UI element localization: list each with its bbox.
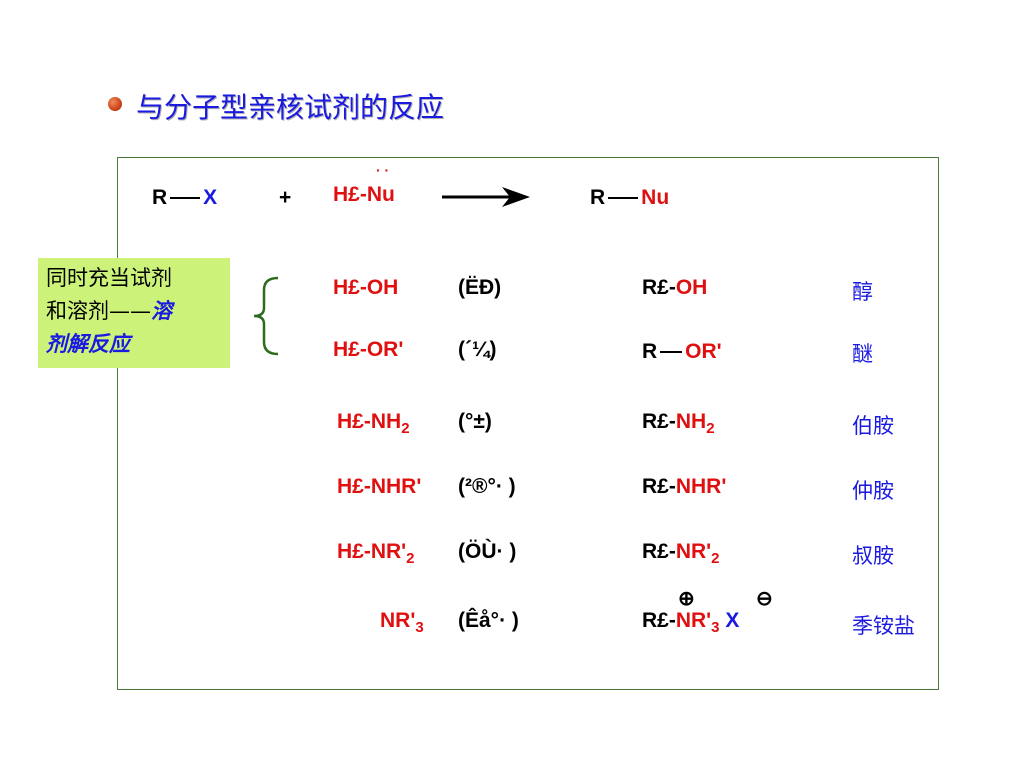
- reagent-2: H£-OR': [333, 338, 403, 362]
- note-line-2a: 和溶剂——: [46, 299, 151, 323]
- note-line-2b: 溶: [151, 299, 172, 323]
- product-x: X: [725, 609, 740, 632]
- product-4: R£-NHR': [642, 475, 726, 499]
- reaction-frame: [117, 157, 939, 690]
- nucleophile-h: H£-: [333, 183, 367, 206]
- product-name-4: 仲胺: [852, 479, 894, 503]
- product-group: NR': [675, 540, 712, 563]
- product-sub: 2: [706, 420, 715, 437]
- product-group: OH: [675, 276, 708, 299]
- bullet-icon: [108, 97, 122, 111]
- reagent-5: H£-NR'2: [337, 540, 415, 567]
- paren-2: (´¼): [458, 338, 497, 361]
- product-sub: 3: [711, 619, 720, 636]
- product-1: R£-OH: [642, 276, 707, 300]
- product-6: R£-NR'3 X: [642, 609, 739, 636]
- bond-line: [608, 197, 639, 200]
- product-r: R£-: [642, 609, 676, 632]
- nucleophile-hnu: H£-Nu: [333, 183, 395, 207]
- reagent-group: NR': [370, 540, 407, 563]
- reagent-h: H£-: [337, 540, 371, 563]
- product-name-6: 季铵盐: [852, 614, 915, 638]
- bond-line: [660, 351, 683, 354]
- note-line-2: 和溶剂——溶: [46, 295, 222, 328]
- product-name-5: 叔胺: [852, 544, 894, 568]
- reagent-h: H£-: [333, 338, 367, 361]
- substrate-r: R: [152, 186, 168, 209]
- product-group: NR': [675, 609, 712, 632]
- product-name-3: 伯胺: [852, 414, 894, 438]
- reagent-h: H£-: [337, 475, 371, 498]
- paren-4: (²®°· ): [458, 475, 516, 498]
- product-r: R: [642, 340, 658, 363]
- product-group: OR': [685, 340, 722, 363]
- reagent-group: OH: [366, 276, 399, 299]
- paren-1: (ËÐ): [458, 276, 502, 299]
- reagent-h: H£-: [337, 410, 371, 433]
- reagent-sub: 2: [401, 420, 410, 437]
- nucleophile-nu: Nu: [366, 183, 395, 206]
- product-3: R£-NH2: [642, 410, 715, 437]
- plus-sign: +: [279, 186, 292, 209]
- bond-line: [170, 197, 201, 200]
- reagent-6: NR'3: [380, 609, 424, 636]
- product-group: NHR': [675, 475, 727, 498]
- reagent-group: NHR': [370, 475, 422, 498]
- brace-icon: [253, 276, 279, 356]
- lone-pair-dots: · ·: [376, 162, 390, 178]
- product-name-1: 醇: [852, 280, 873, 304]
- paren-5: (ÖÙ· ): [458, 540, 517, 563]
- product-r: R: [590, 186, 606, 209]
- product-5: R£-NR'2: [642, 540, 720, 567]
- reagent-group: NH: [370, 410, 402, 433]
- reagent-group: OR': [366, 338, 404, 361]
- product-r: R£-: [642, 475, 676, 498]
- paren-3: (°±): [458, 410, 492, 433]
- product-r: R£-: [642, 276, 676, 299]
- product-r: R£-: [642, 410, 676, 433]
- positive-charge-icon: ⊕: [678, 588, 695, 610]
- product-sub: 2: [711, 550, 720, 567]
- reagent-sub: 3: [415, 619, 424, 636]
- reagent-4: H£-NHR': [337, 475, 421, 499]
- product-2: R OR': [642, 340, 722, 364]
- solvolysis-note: 同时充当试剂 和溶剂——溶 剂解反应: [38, 258, 230, 368]
- reagent-3: H£-NH2: [337, 410, 410, 437]
- reagent-h: H£-: [333, 276, 367, 299]
- reagent-1: H£-OH: [333, 276, 398, 300]
- substrate-x: X: [203, 186, 218, 209]
- reagent-group: NR': [380, 609, 416, 632]
- product-group: NH: [675, 410, 707, 433]
- negative-charge-icon: ⊖: [756, 588, 773, 610]
- slide-title: 与分子型亲核试剂的反应: [136, 91, 445, 124]
- reagent-sub: 2: [406, 550, 415, 567]
- product-nu: Nu: [641, 186, 670, 209]
- product-r: R£-: [642, 540, 676, 563]
- paren-6: (Êå°· ): [458, 609, 519, 632]
- product-rnu: R Nu: [590, 186, 669, 210]
- note-line-3: 剂解反应: [46, 332, 130, 356]
- note-line-1: 同时充当试剂: [46, 266, 172, 290]
- product-name-2: 醚: [852, 342, 873, 366]
- reaction-arrow-icon: [442, 187, 530, 207]
